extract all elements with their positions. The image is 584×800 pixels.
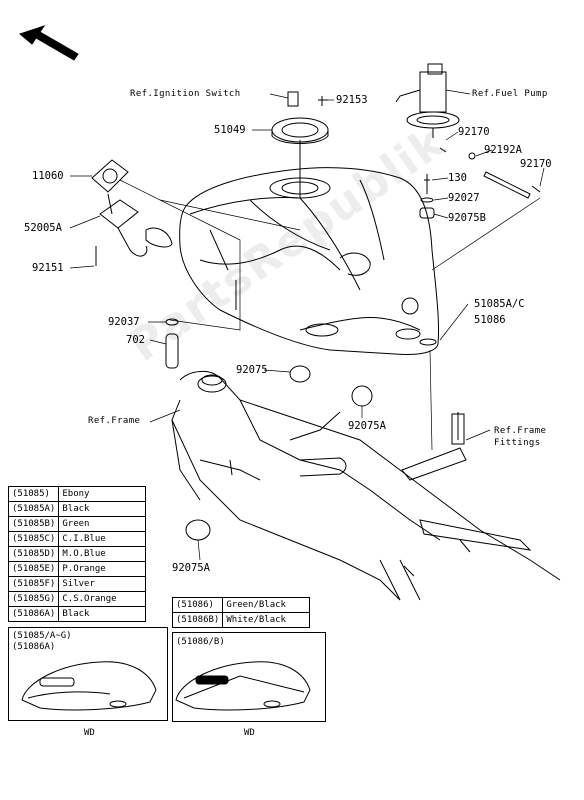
color-table-tank-color: M.O.Blue (58, 546, 147, 562)
color-table-tank-row: (51085B)Green (7, 516, 147, 532)
color-table-tank-color: P.Orange (58, 561, 147, 577)
color-table-cover-code: (51086B) (171, 612, 224, 628)
color-table-cover-row: (51086)Green/Black (171, 597, 311, 613)
hose-and-dampers (165, 318, 437, 541)
detail-left-line2: (51086A) (12, 642, 56, 652)
leader-lines (69, 89, 545, 561)
detail-right-line1: (51086/B) (176, 637, 225, 647)
part-label-92075: 92075 (236, 364, 268, 376)
color-table-cover: (51086)Green/Black(51086B)White/Black (171, 597, 311, 628)
ref-frame-fittings-line2: Fittings (494, 438, 541, 448)
color-table-tank: (51085)Ebony(51085A)Black(51085B)Green(5… (7, 486, 147, 622)
detail-box-right (172, 632, 326, 722)
color-table-tank-color: C.S.Orange (58, 591, 147, 607)
color-table-tank-color: Black (58, 606, 147, 622)
detail-right-footer: WD (244, 728, 255, 738)
color-table-tank-code: (51085F) (7, 576, 60, 592)
fuel-pump (395, 63, 541, 219)
part-label-92170-a: 92170 (458, 126, 490, 138)
frame (171, 371, 561, 601)
color-table-tank-code: (51085G) (7, 591, 60, 607)
ref-frame: Ref.Frame (88, 416, 141, 426)
color-table-tank-code: (51085B) (7, 516, 60, 532)
detail-right-tank (175, 661, 311, 711)
color-table-tank-code: (51085A) (7, 501, 60, 517)
color-table-cover-code: (51086) (171, 597, 224, 613)
part-label-702: 702 (126, 334, 145, 346)
part-label-51049: 51049 (214, 124, 246, 136)
front-arrow-icon (18, 25, 79, 61)
fuel-level-sender (91, 159, 173, 266)
part-label-92170-b: 92170 (520, 158, 552, 170)
ref-ignition-switch: Ref.Ignition Switch (130, 89, 241, 99)
color-table-tank-color: Ebony (58, 486, 147, 502)
color-table-tank-code: (51085E) (7, 561, 60, 577)
ref-frame-fittings-line1: Ref.Frame (494, 426, 547, 436)
part-label-92153: 92153 (336, 94, 368, 106)
part-label-11060: 11060 (32, 170, 64, 182)
fuel-tank (179, 140, 440, 355)
color-table-tank-row: (51085)Ebony (7, 486, 147, 502)
part-label-51086: 51086 (474, 314, 506, 326)
detail-box-left (8, 627, 168, 721)
color-table-tank-color: Black (58, 501, 147, 517)
color-table-cover-color: White/Black (222, 612, 311, 628)
part-label-51085ac: 51085A/C (474, 298, 525, 310)
part-label-92075a-lower: 92075A (172, 562, 210, 574)
ref-fuel-pump: Ref.Fuel Pump (472, 89, 548, 99)
color-table-tank-code: (51085C) (7, 531, 60, 547)
detail-left-line1: (51085/A~G) (12, 631, 72, 641)
part-label-52005a: 52005A (24, 222, 62, 234)
part-label-92151: 92151 (32, 262, 64, 274)
color-table-tank-row: (51085A)Black (7, 501, 147, 517)
color-table-tank-row: (51085D)M.O.Blue (7, 546, 147, 562)
detail-left-tank (21, 661, 157, 711)
color-table-tank-color: C.I.Blue (58, 531, 147, 547)
color-table-tank-code: (51086A) (7, 606, 60, 622)
color-table-tank-row: (51085F)Silver (7, 576, 147, 592)
color-table-tank-code: (51085D) (7, 546, 60, 562)
color-table-tank-code: (51085) (7, 486, 60, 502)
color-table-tank-color: Green (58, 516, 147, 532)
part-label-92075a-upper: 92075A (348, 420, 386, 432)
color-table-tank-row: (51085E)P.Orange (7, 561, 147, 577)
part-label-92027: 92027 (448, 192, 480, 204)
color-table-cover-color: Green/Black (222, 597, 311, 613)
color-table-tank-row: (51086A)Black (7, 606, 147, 622)
color-table-tank-row: (51085G)C.S.Orange (7, 591, 147, 607)
part-label-92037: 92037 (108, 316, 140, 328)
color-table-tank-row: (51085C)C.I.Blue (7, 531, 147, 547)
color-table-tank-color: Silver (58, 576, 147, 592)
detail-left-footer: WD (84, 728, 95, 738)
frame-fitting-bracket (401, 412, 467, 481)
part-label-130: 130 (448, 172, 467, 184)
part-label-92192a: 92192A (484, 144, 522, 156)
filler-cap (271, 91, 329, 144)
color-table-cover-row: (51086B)White/Black (171, 612, 311, 628)
part-label-92075b: 92075B (448, 212, 486, 224)
